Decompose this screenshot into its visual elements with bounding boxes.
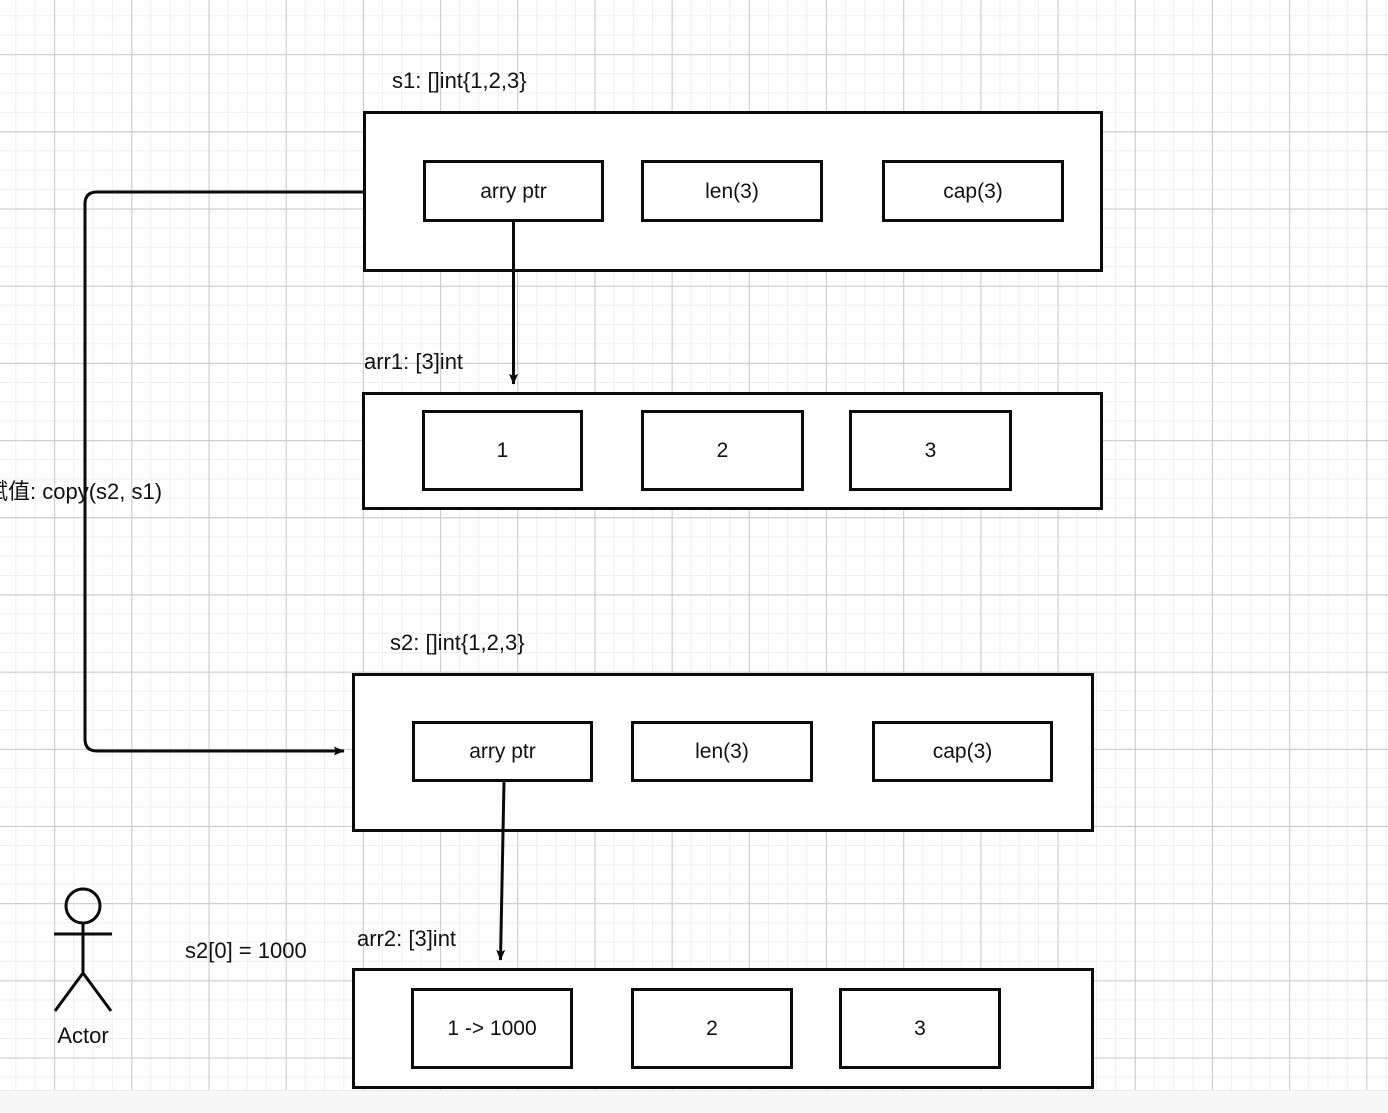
- arr2-element-1[interactable]: 2: [631, 988, 793, 1069]
- s1-cap-cell[interactable]: cap(3): [882, 160, 1064, 222]
- s2-len-cell[interactable]: len(3): [631, 721, 813, 782]
- s2-arry-ptr-cell[interactable]: arry ptr: [412, 721, 593, 782]
- arr2-element-2[interactable]: 3: [839, 988, 1001, 1069]
- s1-arry-ptr-cell[interactable]: arry ptr: [423, 160, 604, 222]
- actor-label: Actor: [57, 1023, 109, 1048]
- s1-len-cell[interactable]: len(3): [641, 160, 823, 222]
- s2-caption: s2: []int{1,2,3}: [390, 630, 525, 655]
- s2-cap-cell[interactable]: cap(3): [872, 721, 1053, 782]
- canvas-bottom-strip: [0, 1090, 1388, 1113]
- arr1-element-2[interactable]: 3: [849, 410, 1012, 491]
- copy-annotation-label: 赋值: copy(s2, s1): [0, 479, 163, 504]
- arr1-caption: arr1: [3]int: [364, 349, 464, 374]
- arr1-element-1[interactable]: 2: [641, 410, 804, 491]
- arr2-element-0[interactable]: 1 -> 1000: [411, 988, 573, 1069]
- assignment-annotation-label: s2[0] = 1000: [185, 938, 307, 963]
- s1-caption: s1: []int{1,2,3}: [392, 68, 527, 93]
- arr1-element-0[interactable]: 1: [422, 410, 583, 491]
- arr2-caption: arr2: [3]int: [357, 926, 457, 951]
